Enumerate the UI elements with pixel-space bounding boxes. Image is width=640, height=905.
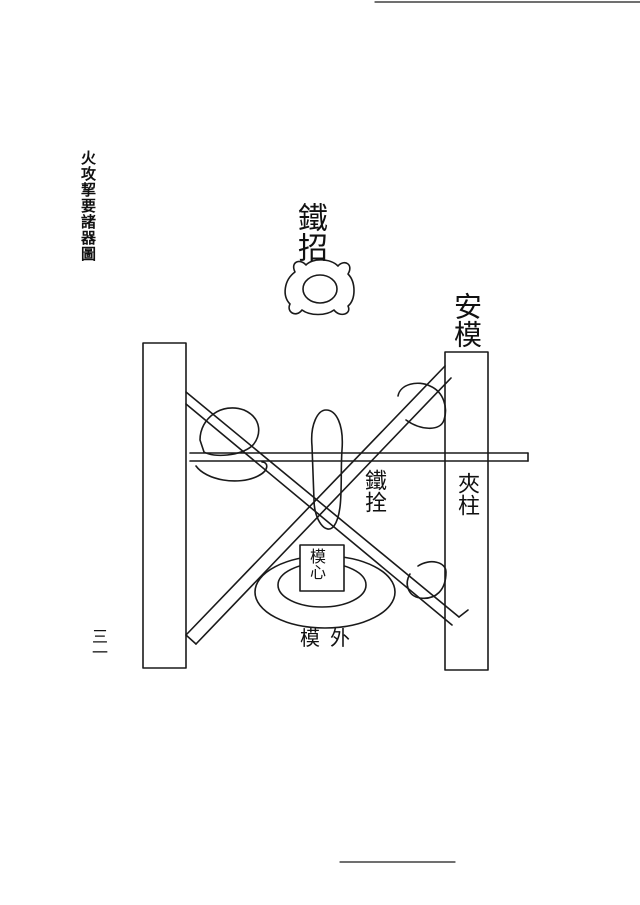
label-outer-mold: 模外 [300, 626, 360, 650]
label-iron-bolt: 鐵拴 [361, 469, 386, 513]
label-iron-hook: 鐵招 [292, 202, 327, 262]
label-clamp-post: 夾柱 [454, 472, 479, 516]
left-post [142, 342, 187, 669]
label-mold-core: 模心 [307, 548, 326, 580]
wedge-right-lower [406, 560, 447, 599]
right-post [444, 351, 489, 671]
horizontal-rod [189, 452, 529, 462]
label-install-mold: 安模 [450, 292, 483, 348]
book-title: 火攻挈要諸器圖 [79, 150, 97, 262]
wedge-left [199, 407, 260, 457]
mold-core-box [299, 544, 345, 592]
wedge-left-lower [195, 461, 268, 482]
wedge-right-upper [397, 382, 447, 430]
center-oval [310, 409, 344, 530]
iron-hook-ring [284, 259, 355, 316]
page-number: 三一 [89, 628, 108, 660]
